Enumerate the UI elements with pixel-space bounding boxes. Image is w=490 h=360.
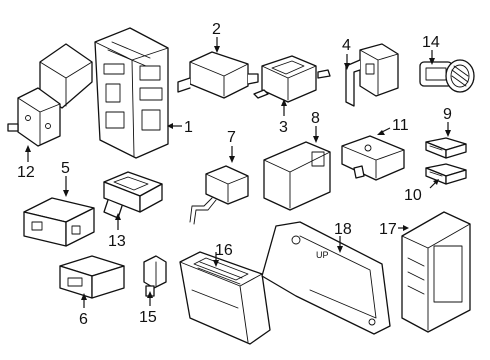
part-17-module xyxy=(401,211,471,333)
callout-8-label: 8 xyxy=(311,110,320,127)
part-12-module xyxy=(7,43,93,147)
callout-13: 13 xyxy=(108,213,126,250)
callout-16-label: 16 xyxy=(215,242,233,259)
callout-18-label: 18 xyxy=(334,221,352,238)
callout-9-label: 9 xyxy=(443,106,452,123)
callout-2-label: 2 xyxy=(212,21,221,38)
callout-7: 7 xyxy=(227,129,236,163)
callout-4: 4 xyxy=(342,37,351,70)
part-14-sensor xyxy=(419,59,475,93)
part-15-bracket xyxy=(143,255,167,297)
callout-10: 10 xyxy=(404,179,439,204)
callout-15-label: 15 xyxy=(139,309,157,326)
callout-6: 6 xyxy=(79,293,88,328)
part-16-module xyxy=(179,251,271,345)
part-18-bracket xyxy=(261,221,391,335)
part-9-chip xyxy=(425,137,467,159)
part-4-module xyxy=(345,43,399,107)
callout-4-label: 4 xyxy=(342,37,351,54)
part-6-box xyxy=(59,255,125,299)
callout-1-label: 1 xyxy=(184,119,193,136)
callout-5: 5 xyxy=(61,160,70,197)
part-10-chip xyxy=(425,163,467,185)
callout-11: 11 xyxy=(377,117,409,135)
callout-8: 8 xyxy=(311,110,320,143)
callout-2: 2 xyxy=(212,21,221,53)
part-3-module xyxy=(253,55,331,103)
callout-3: 3 xyxy=(279,99,288,136)
callout-18: 18 xyxy=(334,221,352,253)
callout-17-label: 17 xyxy=(379,221,397,238)
callout-16: 16 xyxy=(213,242,233,267)
part-18-stamp: UP xyxy=(316,250,329,260)
part-8-module xyxy=(263,141,331,211)
callout-5-label: 5 xyxy=(61,160,70,177)
callout-17: 17 xyxy=(379,221,409,238)
part-5-box xyxy=(23,197,95,247)
part-13-module xyxy=(103,171,163,219)
callout-14-label: 14 xyxy=(422,34,440,51)
callout-10-label: 10 xyxy=(404,187,422,204)
callout-11-label: 11 xyxy=(392,117,409,134)
part-11-module xyxy=(341,135,405,181)
callout-15: 15 xyxy=(139,291,157,326)
part-1-junction-box xyxy=(94,27,169,159)
callout-13-label: 13 xyxy=(108,233,126,250)
callout-3-label: 3 xyxy=(279,119,288,136)
callout-1: 1 xyxy=(167,119,193,136)
callout-7-label: 7 xyxy=(227,129,236,146)
part-2-module xyxy=(177,51,259,99)
callout-12-label: 12 xyxy=(17,164,35,181)
part-7-module xyxy=(189,165,249,225)
callout-9: 9 xyxy=(443,106,452,137)
callout-6-label: 6 xyxy=(79,311,88,328)
callout-12: 12 xyxy=(17,145,35,181)
callout-14: 14 xyxy=(422,34,440,65)
